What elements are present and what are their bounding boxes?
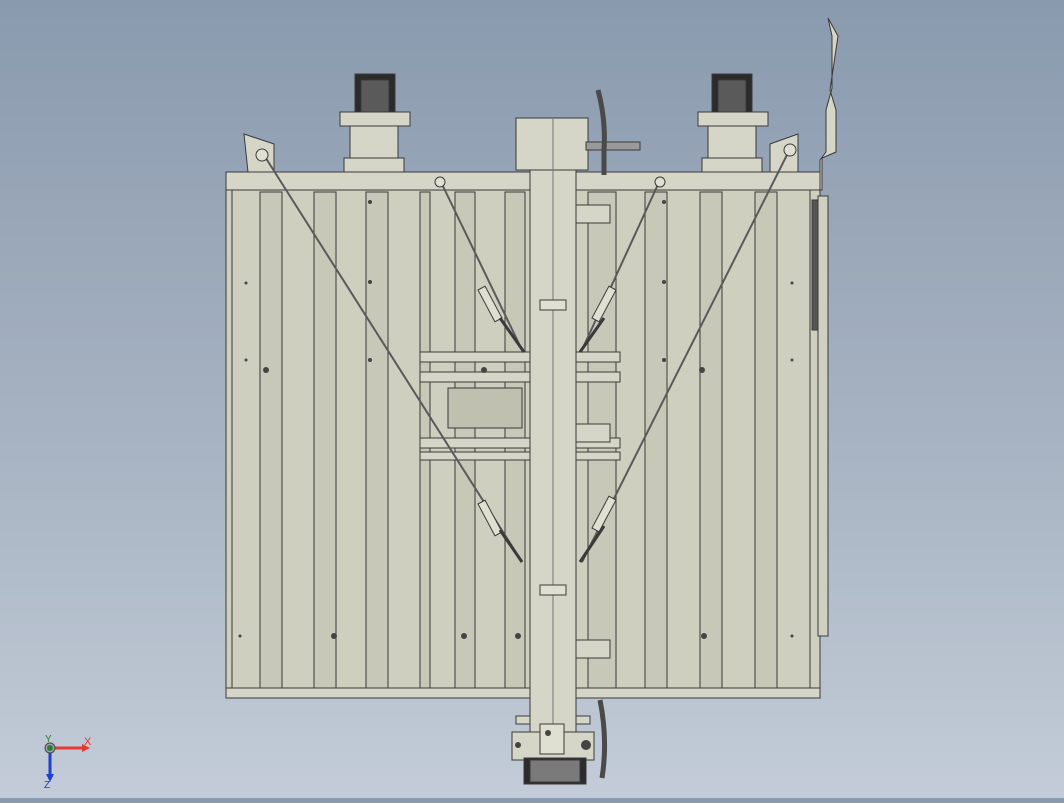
- fastener-dots: [238, 200, 794, 750]
- y-axis-label: Y: [45, 734, 52, 745]
- turnbuckles: [255, 143, 797, 537]
- right-top-plate: [769, 133, 799, 173]
- center-plate: [447, 387, 523, 429]
- left-motor-unit: [339, 73, 411, 173]
- right-motor-unit: [697, 73, 769, 173]
- cross-members: [419, 351, 621, 461]
- top-beam: [225, 171, 821, 191]
- guide-rail: [595, 89, 607, 175]
- bottom-beam: [225, 687, 821, 699]
- coordinate-triad: X Y Z: [44, 734, 92, 791]
- tie-rods: [261, 144, 793, 563]
- shaft: [585, 141, 641, 151]
- right-side-bracket: [819, 17, 839, 191]
- z-axis-label: Z: [44, 780, 50, 791]
- x-axis-label: X: [84, 736, 92, 748]
- column-brackets: [575, 204, 611, 659]
- brace-arms: [498, 317, 606, 563]
